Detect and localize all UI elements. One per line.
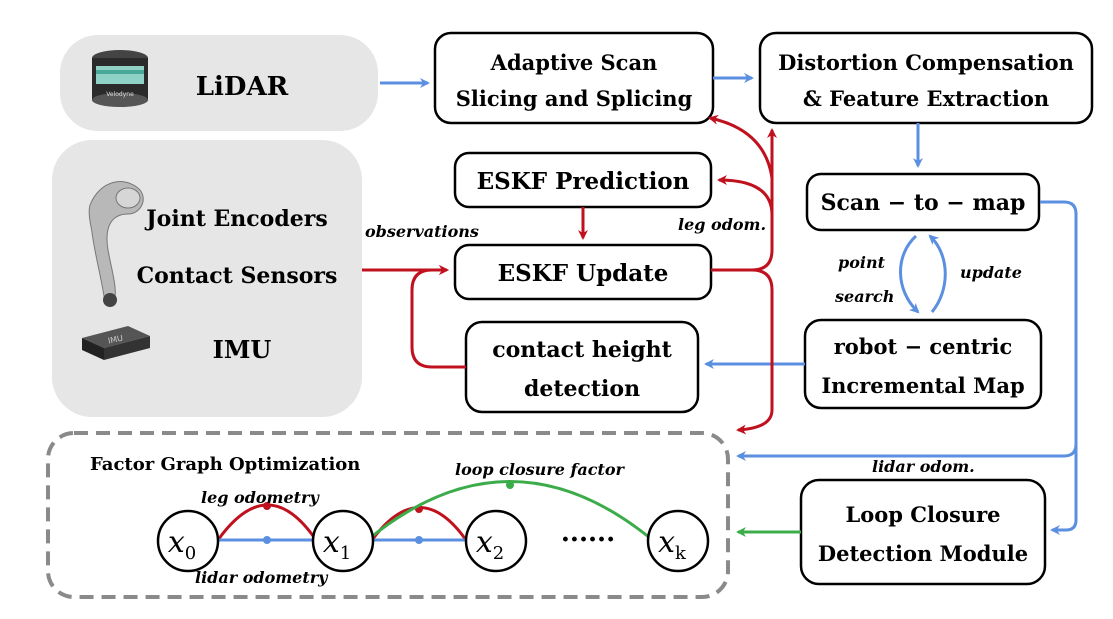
loop-closure-line1: Loop Closure [846,502,1001,527]
leg-odometry-label: leg odometry [201,488,320,507]
arrow-lidar-odom [736,200,1078,461]
eskf-prediction-block: ESKF Prediction [453,151,713,209]
contact-height-line2: detection [524,376,640,402]
factor-graph-panel: Factor Graph Optimization [46,431,730,599]
lidar-factor-dot-1 [415,536,423,544]
arrow-point-search [899,234,920,314]
loop-closure-factor-dot [506,481,514,489]
loop-closure-block: Loop Closure Detection Module [799,478,1047,586]
lidar-factor-dot-0 [263,536,271,544]
arrow-contact-feedback [410,265,466,369]
scan-to-map-block: Scan − to − map [805,172,1041,232]
adaptive-scan-block: Adaptive Scan Slicing and Splicing [433,31,715,125]
leg-factor-edge-0 [216,503,318,541]
leg-odom-label: leg odom. [678,215,766,234]
lidar-flow-arrows [380,73,1078,535]
arrow-leg-to-fgo [736,268,774,435]
imu-label: IMU [213,335,272,364]
joint-encoders-label: Joint Encoders [144,206,327,232]
node-x2: x2 [464,509,528,573]
robot-leg-icon [88,181,144,307]
arrow-to-loop-closure [1050,444,1078,535]
distortion-compensation-block: Distortion Compensation & Feature Extrac… [758,31,1094,125]
search-label: search [834,287,894,306]
loop-closure-line2: Detection Module [818,541,1028,566]
lidar-label: LiDAR [196,72,289,102]
arrow-update [928,234,947,313]
svg-text:x2: x2 [476,525,504,564]
scan-to-map-label: Scan − to − map [821,190,1026,216]
lidar-panel: Velodyne LiDAR [60,35,378,131]
svg-text:xk: xk [658,525,687,564]
arrow-to-scan-slicing [708,114,774,179]
contact-height-block: contact height detection [464,320,700,414]
imu-chip-icon: IMU [82,326,150,360]
node-x0: x0 [156,509,220,573]
lidar-device-icon: Velodyne [92,50,148,107]
proprio-sensors-panel: Joint Encoders Contact Sensors IMU IMU [52,140,362,417]
leg-flow-arrows [362,114,777,435]
update-label: update [960,263,1022,282]
imu-chip-text: IMU [107,334,124,346]
lidar-brand-text: Velodyne [106,91,134,98]
adaptive-scan-line1: Adaptive Scan [490,50,658,75]
lidar-odometry-label: lidar odometry [195,568,329,587]
eskf-update-block: ESKF Update [453,243,713,301]
svg-text:x1: x1 [323,525,351,564]
node-xk: xk [646,509,710,573]
svg-text:x0: x0 [168,525,196,564]
distortion-line2: & Feature Extraction [803,86,1049,111]
loop-closure-factor-label: loop closure factor [455,460,626,479]
incremental-map-block: robot − centric Incremental Map [803,318,1043,410]
contact-sensors-label: Contact Sensors [137,263,338,289]
incremental-map-line2: Incremental Map [821,373,1024,398]
arrow-to-eskf-prediction [717,175,774,216]
factor-graph: loop closure factor leg odometry lidar o… [156,460,710,587]
leg-factor-dot-0 [263,502,271,510]
point-label: point [838,253,886,272]
factor-graph-title: Factor Graph Optimization [90,454,360,475]
node-x1: x1 [311,509,375,573]
ellipsis-dots: ······ [561,525,615,555]
lidar-odom-label: lidar odom. [872,457,975,476]
incremental-map-line1: robot − centric [834,334,1013,359]
eskf-update-label: ESKF Update [498,260,669,287]
eskf-prediction-label: ESKF Prediction [477,168,690,195]
adaptive-scan-line2: Slicing and Splicing [456,86,693,111]
contact-height-line1: contact height [492,337,672,363]
distortion-line1: Distortion Compensation [778,50,1074,75]
observations-label: observations [365,222,479,241]
